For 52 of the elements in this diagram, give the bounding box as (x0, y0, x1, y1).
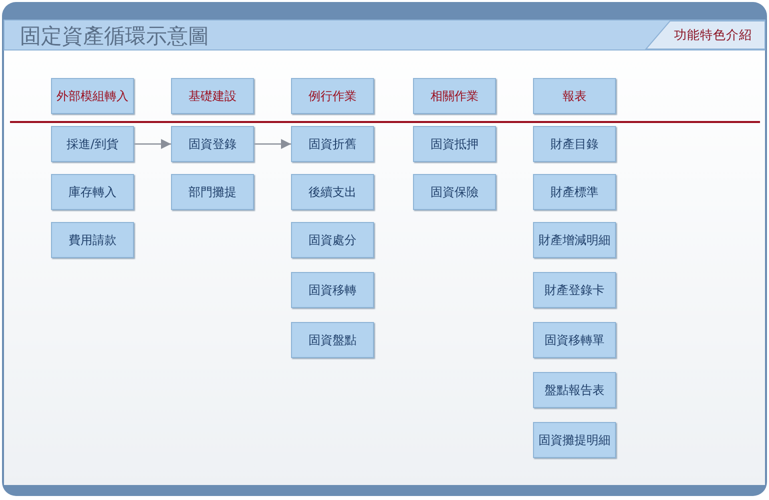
box-label: 固資移轉 (308, 283, 356, 297)
box-label: 盤點報告表 (544, 383, 604, 397)
box-label: 固資盤點 (308, 333, 356, 347)
box-label: 後續支出 (308, 185, 356, 199)
process-box (413, 126, 496, 162)
box-label: 報表 (562, 89, 586, 103)
process-box (51, 126, 134, 162)
process-box (291, 322, 374, 358)
process-box (533, 174, 616, 210)
category-box (533, 78, 616, 114)
process-box (533, 222, 616, 258)
box-label: 費用請款 (68, 233, 116, 247)
box-label: 基礎建設 (188, 89, 236, 103)
process-box (533, 372, 616, 408)
process-box (51, 174, 134, 210)
process-box (291, 272, 374, 308)
box-label: 固資抵押 (430, 137, 478, 151)
box-label: 固資登錄 (188, 137, 236, 151)
box-label: 財產目錄 (550, 137, 598, 151)
box-label: 庫存轉入 (68, 185, 116, 199)
process-box (51, 222, 134, 258)
tab-label: 功能特色介紹 (674, 27, 752, 44)
box-label: 固資攤提明細 (538, 433, 610, 447)
process-box (171, 174, 254, 210)
box-label: 相關作業 (430, 89, 478, 103)
category-box (413, 78, 496, 114)
category-box (291, 78, 374, 114)
box-label: 例行作業 (308, 89, 356, 103)
process-box (291, 222, 374, 258)
arrow (134, 139, 171, 149)
box-label: 財產標準 (550, 185, 598, 199)
box-label: 固資移轉單 (544, 333, 604, 347)
process-box (171, 126, 254, 162)
process-box (413, 174, 496, 210)
process-box (533, 272, 616, 308)
box-label: 財產增減明細 (538, 233, 610, 247)
box-label: 部門攤提 (188, 185, 236, 199)
arrow (254, 139, 291, 149)
box-label: 採進/到貨 (66, 137, 119, 151)
box-label: 固資處分 (308, 233, 356, 247)
category-box (171, 78, 254, 114)
process-box (291, 126, 374, 162)
category-box (51, 78, 134, 114)
process-box (291, 174, 374, 210)
box-label: 財產登錄卡 (544, 283, 604, 297)
process-box (533, 422, 616, 458)
box-label: 固資保險 (430, 185, 478, 199)
process-box (533, 126, 616, 162)
process-box (533, 322, 616, 358)
page-title: 固定資產循環示意圖 (20, 23, 209, 50)
box-label: 固資折舊 (308, 137, 356, 151)
box-label: 外部模組轉入 (56, 89, 128, 103)
